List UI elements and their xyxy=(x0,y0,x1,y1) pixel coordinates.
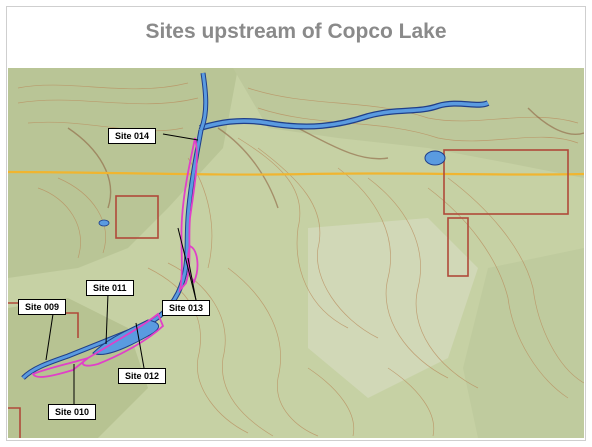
topographic-map xyxy=(8,68,584,438)
site-label-009: Site 009 xyxy=(18,299,67,315)
site-label-011: Site 011 xyxy=(86,280,134,296)
ridge-lines xyxy=(67,107,584,209)
forest-area xyxy=(8,298,148,438)
road-line xyxy=(8,170,584,176)
forest-area xyxy=(463,248,584,438)
contour-lines xyxy=(17,82,584,437)
open-area xyxy=(308,218,478,398)
site-label-012: Site 012 xyxy=(118,368,167,384)
site-label-010: Site 010 xyxy=(48,404,97,420)
map-svg xyxy=(8,68,584,438)
site-label-013: Site 013 xyxy=(162,300,211,316)
label-leader-lines xyxy=(45,133,199,404)
site-label-014: Site 014 xyxy=(108,128,157,144)
slide-title: Sites upstream of Copco Lake xyxy=(145,20,447,43)
site-outlines xyxy=(31,137,199,378)
